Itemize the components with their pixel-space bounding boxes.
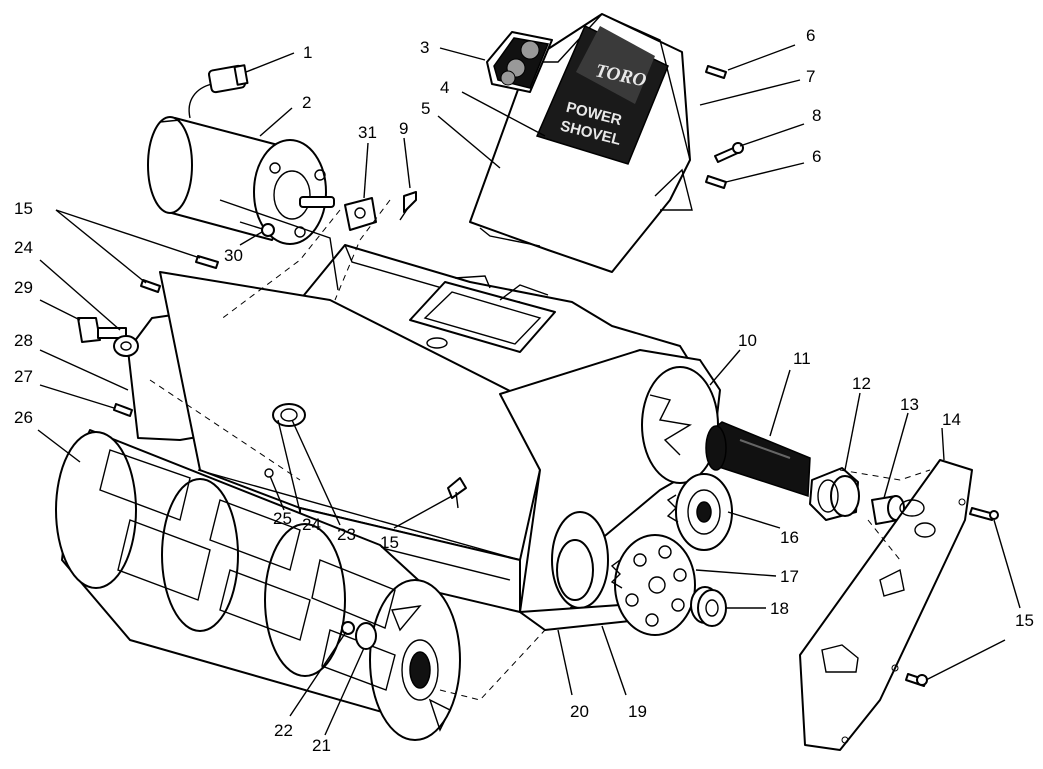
callout-24-center: 24 [302,515,321,534]
callout-5: 5 [421,99,430,118]
callout-29: 29 [14,278,33,297]
callout-15-center: 15 [380,533,399,552]
cover-screws [705,65,744,189]
callout-26: 26 [14,408,33,427]
callout-15-left: 15 [14,199,33,218]
callout-7: 7 [806,67,815,86]
callout-31: 31 [358,123,377,142]
callout-24-left: 24 [14,238,33,257]
callout-8: 8 [812,106,821,125]
auger-rotor [55,429,461,741]
callout-11: 11 [793,349,811,368]
callout-3: 3 [420,38,429,57]
callout-16: 16 [780,528,799,547]
motor-bracket [344,191,417,231]
callout-28: 28 [14,331,33,350]
callout-2: 2 [302,93,311,112]
callout-13: 13 [900,395,919,414]
drive-belt-tube [705,421,811,498]
callout-10: 10 [738,331,757,350]
callout-labels: 1 2 3 4 5 6 7 8 6 31 9 15 30 24 29 28 27… [14,26,1034,755]
callout-6-top: 6 [806,26,815,45]
callout-22: 22 [274,721,293,740]
pivot-bolt [77,317,139,357]
side-cover-14 [799,459,973,751]
callout-12: 12 [852,374,871,393]
assembly-guides [149,199,931,701]
filter-pad [486,31,553,93]
gear-17 [610,534,696,636]
callout-1: 1 [303,43,312,62]
callout-18: 18 [770,599,789,618]
callout-6-bottom: 6 [812,147,821,166]
callout-25: 25 [273,509,292,528]
gear-16 [666,473,733,551]
callout-23: 23 [337,525,356,544]
bushing-18 [690,586,727,627]
callout-20: 20 [570,702,589,721]
decal: TORO POWER SHOVEL [535,24,669,165]
side-cover-screws [905,507,999,687]
callout-19: 19 [628,702,647,721]
main-housing [127,199,721,631]
callout-9: 9 [399,119,408,138]
callout-15-right: 15 [1015,611,1034,630]
callout-17: 17 [780,567,799,586]
leader-lines [37,44,1021,736]
callout-14: 14 [942,410,961,429]
callout-21: 21 [312,736,331,755]
pinion-gear [809,467,860,521]
housing-screws [113,255,467,509]
callout-4: 4 [440,78,449,97]
wire-connector [188,64,249,119]
callout-27: 27 [14,367,33,386]
motor [147,116,335,245]
callout-30: 30 [224,246,243,265]
